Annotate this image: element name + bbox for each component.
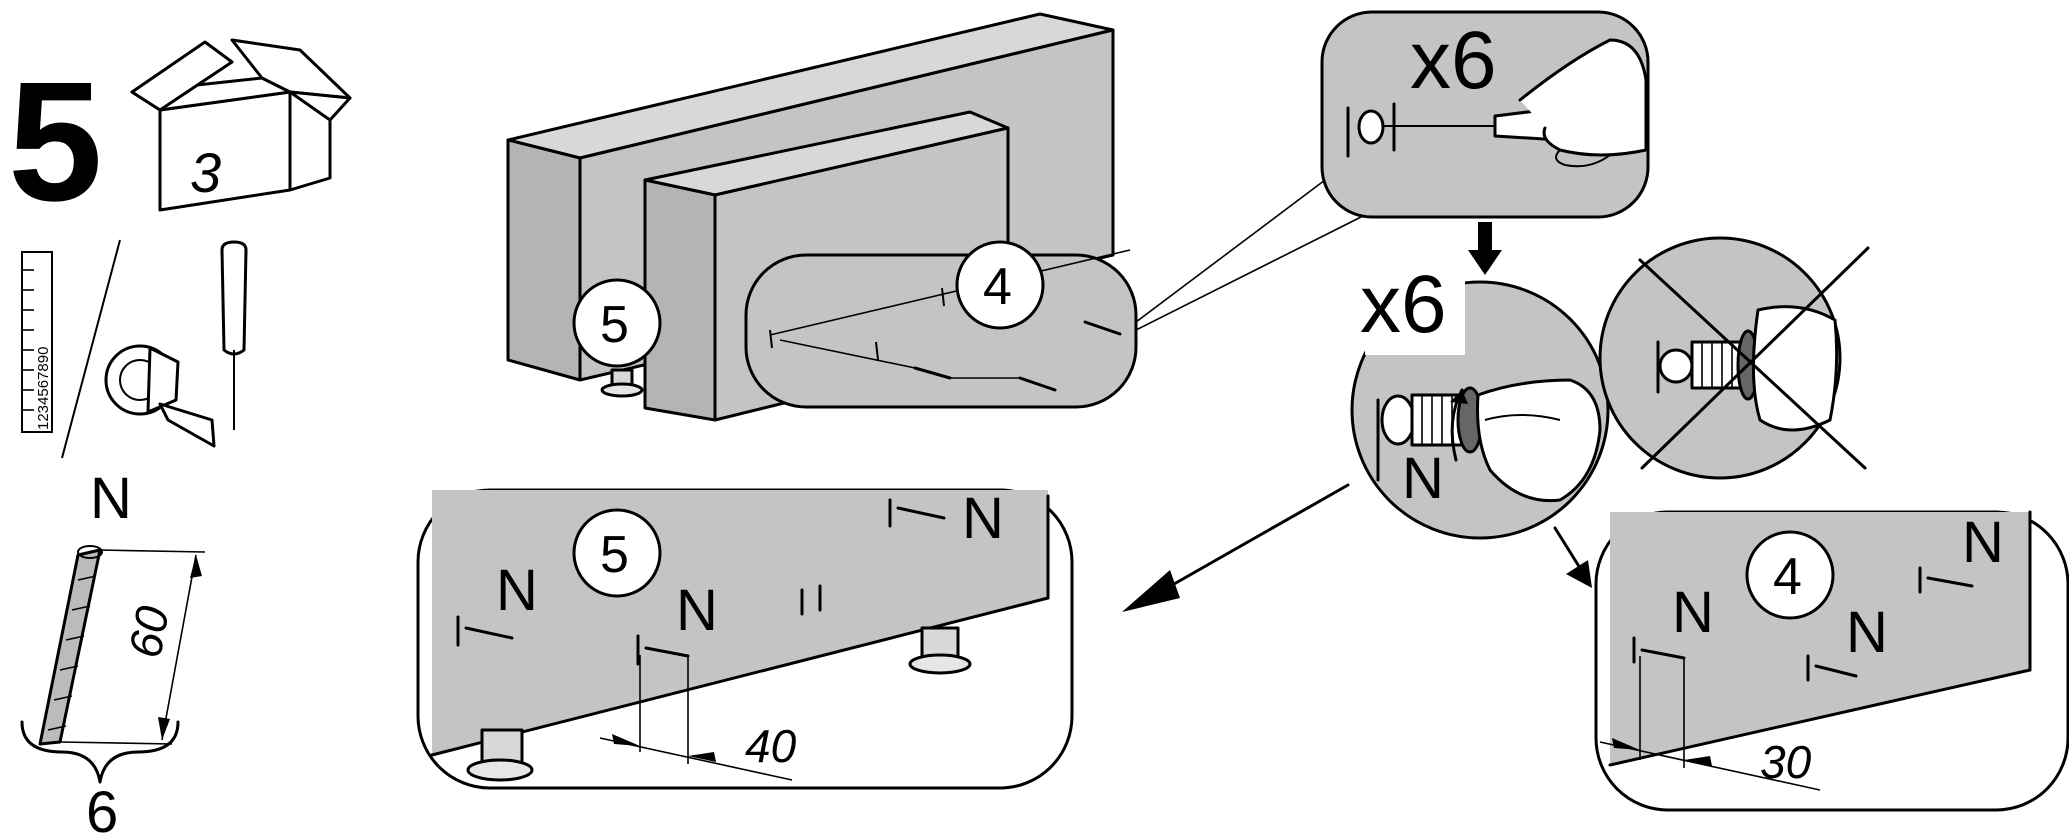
detail-part-5-number: 5	[600, 526, 629, 584]
hardware-quantity: 6	[86, 780, 118, 839]
overview-part-5-number: 5	[600, 296, 629, 354]
detail-part-4-panel	[1594, 510, 2069, 812]
detail-right-letter-2: N	[1846, 600, 1888, 665]
detail-left-letter-1: N	[496, 558, 538, 623]
quantity-brace	[20, 720, 180, 784]
overview-part-4-number: 4	[983, 258, 1012, 316]
detail-left-letter-2: N	[676, 578, 718, 643]
down-arrow-icon	[1468, 222, 1502, 275]
detail-left-distance: 40	[745, 720, 797, 772]
threaded-bolt-icon: 60	[38, 545, 206, 746]
overview-detail-callout	[744, 249, 1138, 409]
detail-right-distance: 30	[1760, 736, 1812, 788]
box-number: 3	[190, 141, 221, 204]
bolt-length: 60	[119, 602, 179, 662]
pierce-count: x6	[1410, 15, 1497, 106]
ruler-icon: 1234567890	[21, 251, 53, 433]
detail-right-letter-3: N	[1962, 510, 2004, 575]
detail-part-4-label: 4	[1745, 530, 1835, 620]
awl-icon	[220, 240, 248, 430]
screw-count: x6	[1360, 259, 1447, 350]
screw-letter: N	[1402, 446, 1444, 511]
hardware-letter: N	[90, 466, 132, 531]
tape-measure-icon	[104, 344, 216, 448]
step-number: 5	[8, 47, 103, 237]
prohibited-cross-icon	[1638, 258, 1867, 470]
box-icon: 3	[130, 38, 352, 212]
screw-in-circle	[1350, 265, 1610, 540]
detail-left-letter-3: N	[962, 486, 1004, 551]
overview-part-4-label: 4	[955, 240, 1045, 330]
detail-right-letter-1: N	[1672, 580, 1714, 645]
detail-part-4-number: 4	[1773, 548, 1802, 606]
wrong-method-circle	[1598, 236, 1842, 480]
overview-part-5-label: 5	[572, 278, 662, 368]
ruler-digits: 1234567890	[35, 347, 52, 430]
awl-pierce-panel	[1320, 10, 1650, 219]
detail-part-5-label: 5	[572, 508, 662, 598]
